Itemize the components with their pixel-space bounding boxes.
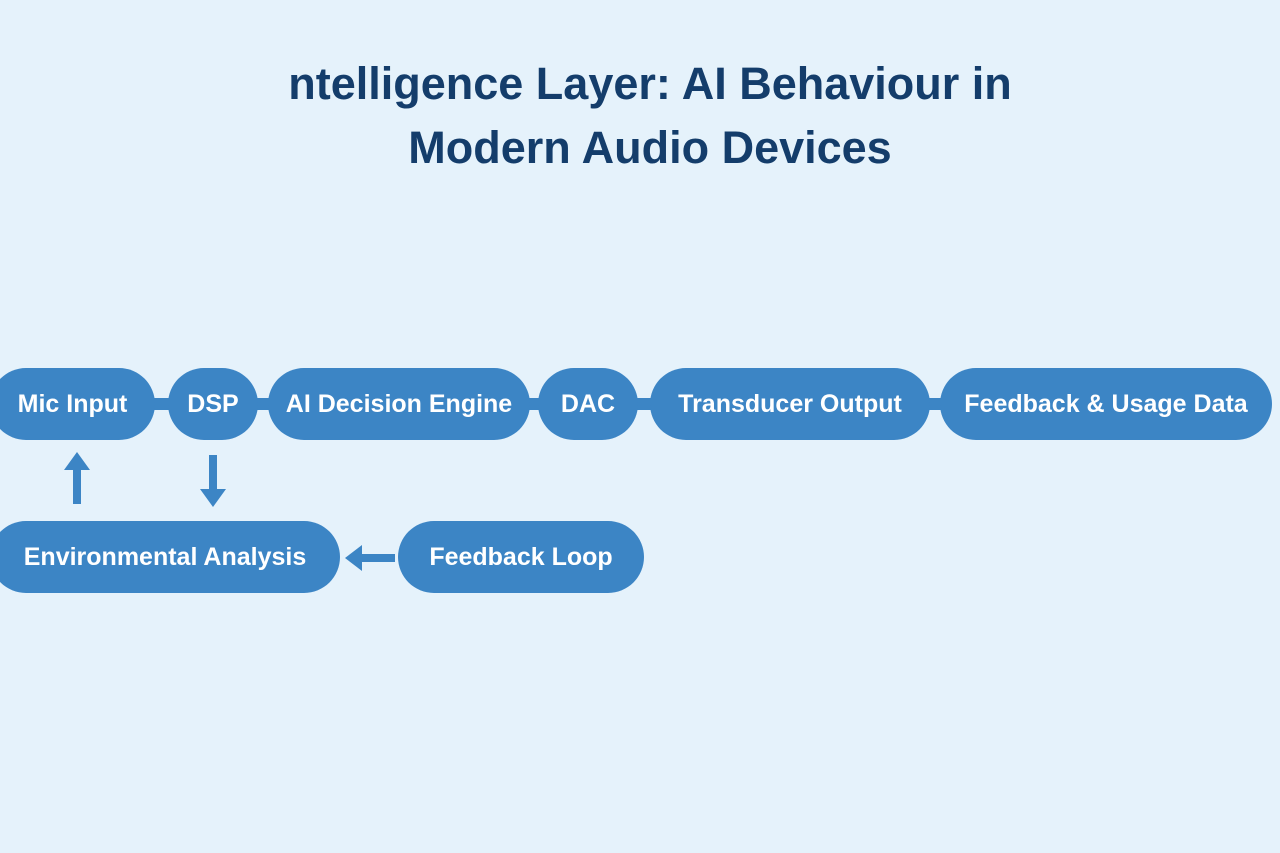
diagram-title-line2: Modern Audio Devices xyxy=(408,122,892,173)
node-transducer-output-label: Transducer Output xyxy=(678,389,902,418)
arrow-environmental-analysis-to-mic-input xyxy=(64,452,90,504)
node-environmental-analysis: Environmental Analysis xyxy=(0,521,340,593)
node-dsp: DSP xyxy=(168,368,258,440)
arrow-down-shaft xyxy=(209,455,217,489)
node-feedback-loop: Feedback Loop xyxy=(398,521,644,593)
diagram-title: ntelligence Layer: AI Behaviour in Moder… xyxy=(10,52,1280,180)
node-ai-decision-engine: AI Decision Engine xyxy=(268,368,530,440)
arrow-up-icon xyxy=(64,452,90,470)
arrow-dsp-to-environmental-analysis xyxy=(200,455,226,507)
node-dac: DAC xyxy=(538,368,638,440)
arrow-down-icon xyxy=(200,489,226,507)
node-feedback-usage-data: Feedback & Usage Data xyxy=(940,368,1272,440)
node-environmental-analysis-label: Environmental Analysis xyxy=(23,542,307,571)
arrow-left-shaft xyxy=(362,554,395,562)
node-feedback-loop-label: Feedback Loop xyxy=(429,542,613,571)
node-dsp-label: DSP xyxy=(187,389,239,418)
node-transducer-output: Transducer Output xyxy=(650,368,930,440)
node-feedback-usage-data-label: Feedback & Usage Data xyxy=(964,389,1248,418)
node-mic-input: Mic Input xyxy=(0,368,155,440)
node-dac-label: DAC xyxy=(560,389,616,418)
node-mic-input-label: Mic Input xyxy=(17,389,128,418)
arrow-left-icon xyxy=(345,545,362,571)
node-ai-decision-engine-label: AI Decision Engine xyxy=(285,389,513,418)
arrow-up-shaft xyxy=(73,470,81,504)
diagram-title-line1: ntelligence Layer: AI Behaviour in xyxy=(288,58,1012,109)
arrow-feedback-loop-to-environmental-analysis xyxy=(345,545,395,571)
